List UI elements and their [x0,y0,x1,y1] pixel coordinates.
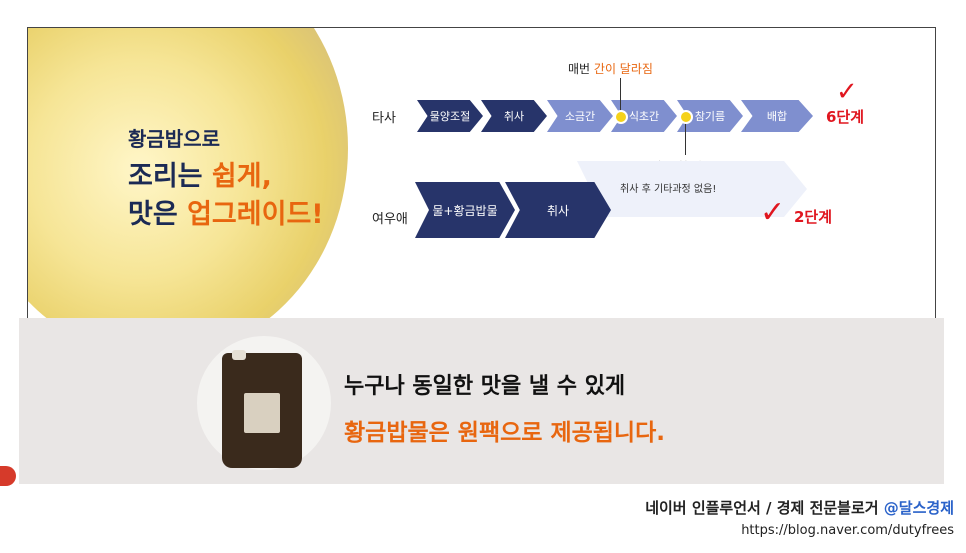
blog-url[interactable]: https://blog.naver.com/dutyfrees [741,523,954,538]
product-panel [19,318,944,484]
row1-step-2: 취사 [481,100,547,132]
sauce-pack-cap [232,350,246,360]
decorative-blob [0,466,16,486]
product-line1: 누구나 동일한 맛을 낼 수 있게 [344,374,626,399]
author-handle[interactable]: @달스경제 [883,499,954,517]
rice-bowl-image [28,28,348,319]
promo-line2: 조리는 쉽게, [128,161,272,192]
promo-text: 황금밥으로 조리는 쉽게, 맛은 업그레이드! [128,120,324,234]
check-icon: ✓ [836,77,858,107]
row1-step-6: 배합 [741,100,813,132]
note-top: 매번 간이 달라짐 [568,62,653,76]
sauce-pack-label [244,393,280,433]
product-line2: 황금밥물은 원팩으로 제공됩니다. [344,420,665,446]
row1-label: 타사 [372,111,396,126]
marker-dot [614,110,628,124]
row2-step-2: 취사 [505,182,611,238]
row1-step-5: 참기름 [677,100,743,132]
row1-step-3: 소금간 [547,100,613,132]
promo-line1: 황금밥으로 [128,127,220,151]
note-bottom-line [685,117,686,155]
marker-dot [679,110,693,124]
footer-credit: 네이버 인플루언서 / 경제 전문블로거 @달스경제 [645,499,954,517]
row2-step-1: 물+황금밥물 [415,182,515,238]
check-icon: ✓ [760,195,786,230]
note-top-line [620,78,621,112]
comparison-panel: 황금밥으로 조리는 쉽게, 맛은 업그레이드! [27,27,936,320]
row2-label: 여우애 [372,212,408,227]
row1-step-1: 물양조절 [417,100,483,132]
row2-ghost-arrow [577,161,807,217]
promo-line3: 맛은 업그레이드! [128,199,324,230]
row1-step-count: 6단계 [826,108,865,126]
row2-step-count: 2단계 [794,208,833,226]
row2-extra-text: 취사 후 기타과정 없음! [620,184,717,195]
